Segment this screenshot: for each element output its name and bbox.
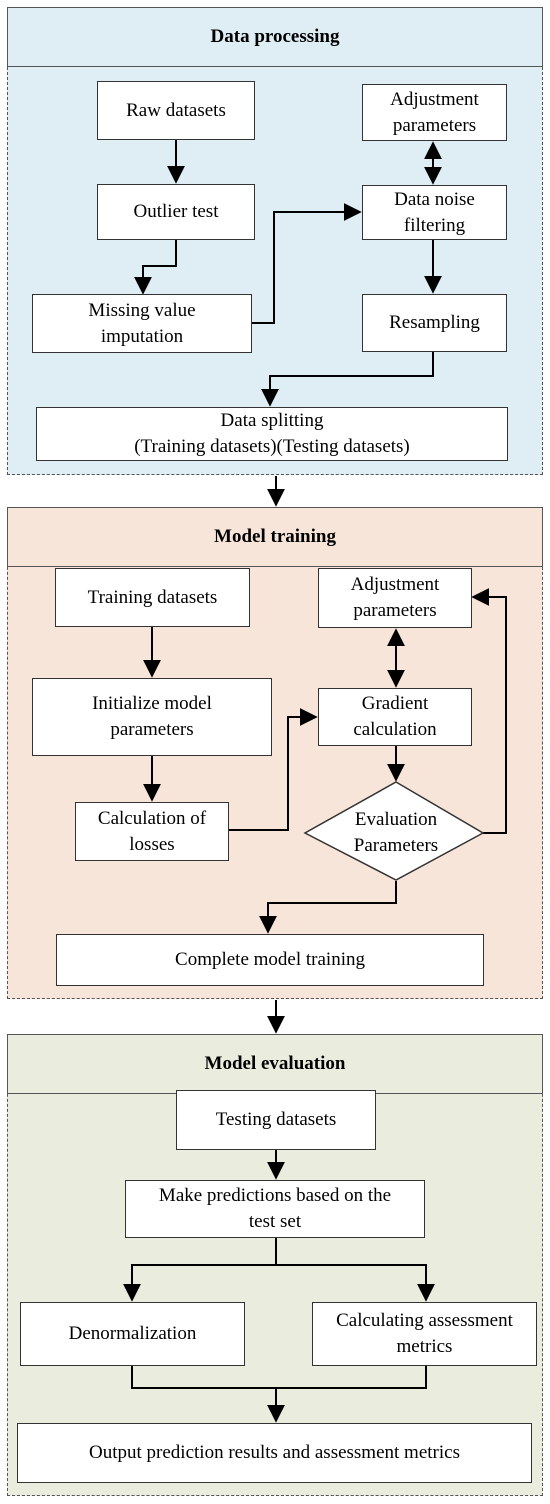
- data-processing-header: Data processing: [7, 7, 543, 67]
- arrow-losses-to-gradient: [229, 708, 318, 831]
- arrow-missing-to-noise: [252, 203, 362, 324]
- model-training-header: Model training: [7, 507, 543, 567]
- model-evaluation-title: Model evaluation: [204, 1053, 346, 1074]
- calculating-assessment-metrics-node: Calculating assessment metrics: [312, 1302, 537, 1366]
- complete-model-training-node: Complete model training: [56, 934, 484, 986]
- outlier-test-node: Outlier test: [97, 184, 255, 240]
- arrow-predictions-to-assessment: [276, 1264, 435, 1302]
- data-splitting-node: Data splitting (Training datasets)(Testi…: [36, 407, 508, 461]
- calculation-of-losses-node: Calculation of losses: [75, 802, 229, 861]
- evaluation-parameters-label: Evaluation Parameters: [353, 809, 439, 856]
- model-training-title: Model training: [214, 526, 336, 547]
- output-prediction-results-node: Output prediction results and assessment…: [17, 1423, 532, 1483]
- evaluation-parameters-diamond: [303, 781, 485, 881]
- resampling-node: Resampling: [362, 294, 507, 352]
- data-processing-title: Data processing: [210, 26, 340, 47]
- denormalization-node: Denormalization: [20, 1302, 245, 1366]
- make-predictions-node: Make predictions based on the test set: [125, 1180, 425, 1238]
- raw-datasets-node: Raw datasets: [97, 81, 255, 140]
- arrow-merge-to-output: [131, 1366, 427, 1421]
- missing-value-imputation-node: Missing value imputation: [32, 294, 252, 353]
- arrow-predictions-split: [123, 1238, 277, 1302]
- arrow-evaluation-to-complete: [259, 881, 397, 934]
- arrow-evaluation-feedback: [471, 588, 507, 834]
- initialize-model-parameters-node: Initialize model parameters: [32, 678, 272, 756]
- data-noise-filtering-node: Data noise filtering: [362, 185, 507, 240]
- gradient-calculation-node: Gradient calculation: [318, 688, 472, 746]
- training-datasets-node: Training datasets: [55, 568, 250, 627]
- arrow-resampling-to-splitting: [261, 352, 434, 407]
- adjustment-parameters-node-2: Adjustment parameters: [318, 568, 472, 628]
- adjustment-parameters-node-1: Adjustment parameters: [362, 84, 507, 141]
- arrow-outlier-to-missing: [134, 240, 177, 295]
- testing-datasets-node: Testing datasets: [176, 1090, 376, 1150]
